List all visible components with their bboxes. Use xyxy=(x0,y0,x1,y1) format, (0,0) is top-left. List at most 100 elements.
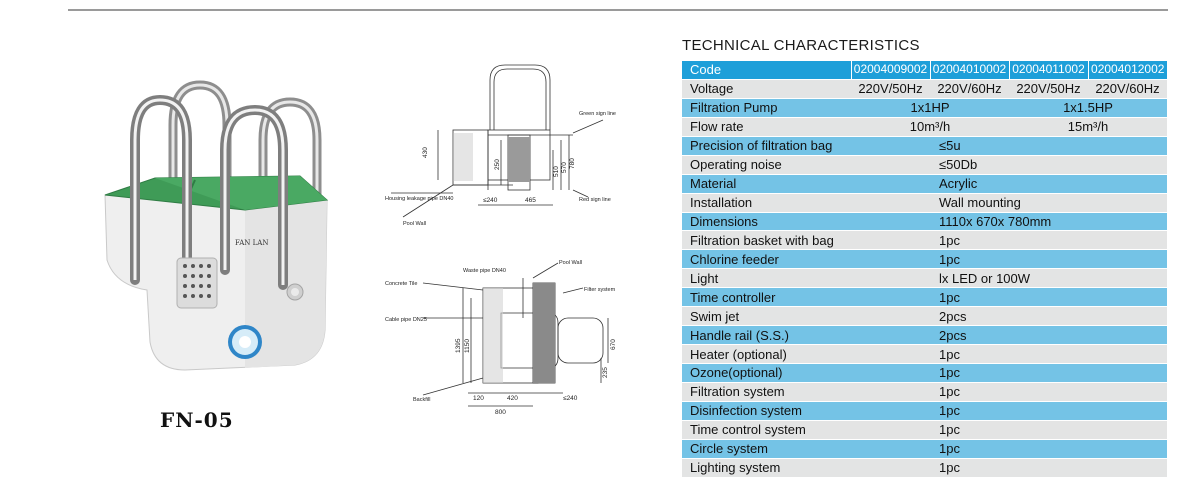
row-value: 1pc xyxy=(851,458,1167,478)
side-elevation-drawing: 430 250 510 570 780 ≤240 465 Green sign … xyxy=(385,64,616,227)
row-label: Operating noise xyxy=(682,155,851,175)
row-value: Wall mounting xyxy=(851,193,1167,213)
row-value: 1pc xyxy=(851,420,1167,440)
section-drawing: 1395 1150 670 235 120 420 ≤240 800 Concr… xyxy=(385,260,617,416)
row-value: 1pc xyxy=(851,249,1167,270)
table-row-pump: Filtration Pump 1x1HP 1x1.5HP xyxy=(682,98,1167,118)
dim-570: 570 xyxy=(561,162,568,173)
row-value: 1110x 670x 780mm xyxy=(851,212,1167,232)
row-label: Filtration Pump xyxy=(682,98,851,118)
row-value: lx LED or 100W xyxy=(851,268,1167,289)
row-value: 1pc xyxy=(851,230,1167,251)
row-label: Light xyxy=(682,268,851,289)
pump-value: 1x1.5HP xyxy=(1009,98,1167,118)
row-value: 2pcs xyxy=(851,325,1167,346)
table-row-voltage: Voltage 220V/50Hz 220V/60Hz 220V/50Hz 22… xyxy=(682,79,1167,99)
row-value: 1pc xyxy=(851,382,1167,402)
code-value: 02004011002 xyxy=(1008,61,1088,80)
dim-800: 800 xyxy=(495,409,506,416)
row-label: Installation xyxy=(682,193,851,213)
row-label: Dimensions xyxy=(682,212,851,232)
row-value: 1pc xyxy=(851,344,1167,364)
table-row-code: Code 02004009002 02004010002 02004011002… xyxy=(682,61,1167,80)
label-pool-wall: Pool Wall xyxy=(559,260,582,266)
table-row: Handle rail (S.S.)2pcs xyxy=(682,325,1167,346)
dim-120: 120 xyxy=(473,395,484,402)
pump-value: 1x1HP xyxy=(851,98,1009,118)
top-divider xyxy=(68,9,1168,11)
label-red-sign-line: Red sign line xyxy=(579,197,611,203)
label-waste-pipe: Waste pipe DN40 xyxy=(463,268,506,274)
row-value: 1pc xyxy=(851,287,1167,308)
table-row-flow: Flow rate 10m³/h 15m³/h xyxy=(682,117,1167,137)
row-label: Handle rail (S.S.) xyxy=(682,325,851,346)
voltage-value: 220V/50Hz xyxy=(851,79,930,99)
product-brand: FAN LAN xyxy=(235,239,268,247)
row-value: Acrylic xyxy=(851,174,1167,194)
row-label: Filtration system xyxy=(682,382,851,402)
label-green-sign-line: Green sign line xyxy=(579,111,616,117)
dim-430: 430 xyxy=(422,147,429,158)
dim-780: 780 xyxy=(569,158,576,169)
row-label: Heater (optional) xyxy=(682,344,851,364)
code-value: 02004010002 xyxy=(929,61,1009,80)
table-heading: TECHNICAL CHARACTERISTICS xyxy=(682,37,920,54)
row-label: Chlorine feeder xyxy=(682,249,851,270)
row-label: Code xyxy=(682,61,851,80)
row-value: ≤5u xyxy=(851,136,1167,156)
dim-250: 250 xyxy=(494,159,501,170)
table-row: Precision of filtration bag≤5u xyxy=(682,136,1167,156)
voltage-value: 220V/60Hz xyxy=(1088,79,1167,99)
dim-510: 510 xyxy=(553,166,560,177)
flow-value: 10m³/h xyxy=(851,117,1009,137)
code-value: 02004012002 xyxy=(1087,61,1167,80)
flow-value: 15m³/h xyxy=(1009,117,1167,137)
row-value: 2pcs xyxy=(851,306,1167,327)
row-value: 1pc xyxy=(851,439,1167,459)
dim-670: 670 xyxy=(610,339,617,350)
row-value: 1pc xyxy=(851,363,1167,383)
voltage-value: 220V/50Hz xyxy=(1009,79,1088,99)
row-label: Disinfection system xyxy=(682,401,851,421)
row-label: Voltage xyxy=(682,79,851,99)
label-backfill: Backfill xyxy=(413,397,430,403)
label-filter-system: Filter system xyxy=(584,287,616,293)
code-value: 02004009002 xyxy=(850,61,930,80)
row-label: Time controller xyxy=(682,287,851,308)
dim-le240: ≤240 xyxy=(563,395,578,402)
row-label: Filtration basket with bag xyxy=(682,230,851,251)
label-pool-wall: Pool Wall xyxy=(403,221,426,227)
row-label: Precision of filtration bag xyxy=(682,136,851,156)
dim-1150: 1150 xyxy=(464,339,471,353)
dim-420: 420 xyxy=(507,395,518,402)
table-row: Ozone(optional)1pc xyxy=(682,363,1167,383)
label-cable-pipe: Cable pipe DN25 xyxy=(385,317,427,323)
spec-table: Code 02004009002 02004010002 02004011002… xyxy=(682,61,1167,478)
product-photo: FAN LAN xyxy=(104,80,329,371)
dim-le240: ≤240 xyxy=(483,197,498,204)
table-row: Operating noise≤50Db xyxy=(682,155,1167,175)
row-label: Material xyxy=(682,174,851,194)
dim-1395: 1395 xyxy=(455,338,462,353)
label-housing-leakage-pipe: Housing leakage pipe DN40 xyxy=(385,196,454,202)
row-label: Time control system xyxy=(682,420,851,440)
row-label: Ozone(optional) xyxy=(682,363,851,383)
model-label: FN-05 xyxy=(160,408,234,432)
label-concrete-tile: Concrete Tile xyxy=(385,281,417,287)
row-value: 1pc xyxy=(851,401,1167,421)
row-value: ≤50Db xyxy=(851,155,1167,175)
dim-235: 235 xyxy=(602,367,609,378)
row-label: Flow rate xyxy=(682,117,851,137)
